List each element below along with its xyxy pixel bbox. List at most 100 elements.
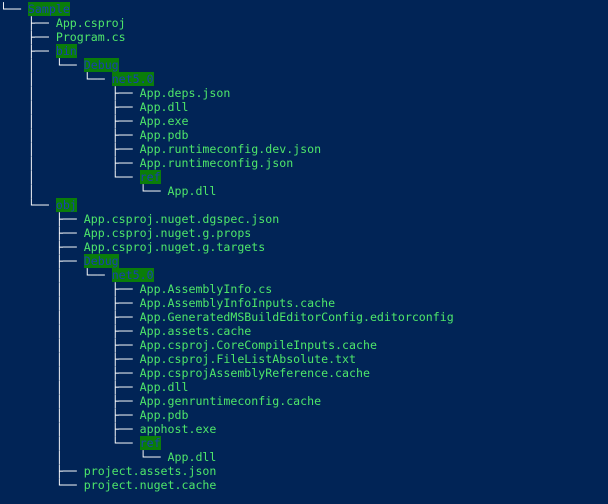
- tree-folder-row: │ └── net5.0: [0, 268, 608, 282]
- tree-folder-row: ├── Debug: [0, 254, 608, 268]
- tree-guide-lines: │: [0, 310, 112, 324]
- file-name: App.dll: [167, 184, 217, 198]
- tree-file-row: │ ├── App.pdb: [0, 128, 608, 142]
- tree-file-row: ├── App.csproj: [0, 16, 608, 30]
- file-name: App.exe: [139, 114, 189, 128]
- tree-guide-lines: │: [0, 128, 112, 142]
- tree-connector: ├──: [27, 30, 56, 44]
- tree-connector: ├──: [111, 394, 140, 408]
- tree-file-row: └── project.nuget.cache: [0, 478, 608, 492]
- tree-connector: └──: [83, 268, 112, 282]
- tree-connector: ├──: [55, 464, 84, 478]
- file-name: App.csproj.CoreCompileInputs.cache: [139, 338, 377, 352]
- tree-connector: ├──: [27, 44, 56, 58]
- folder-name: ref: [139, 170, 161, 184]
- tree-guide-lines: │: [0, 170, 112, 184]
- tree-connector: ├──: [111, 114, 140, 128]
- tree-connector: ├──: [111, 86, 140, 100]
- tree-guide-lines: │: [0, 408, 112, 422]
- tree-file-row: │ ├── App.deps.json: [0, 86, 608, 100]
- file-name: App.runtimeconfig.dev.json: [139, 142, 322, 156]
- tree-guide-lines: │: [0, 394, 112, 408]
- tree-connector: ├──: [111, 408, 140, 422]
- file-name: App.csprojAssemblyReference.cache: [139, 366, 370, 380]
- folder-name: Debug: [83, 58, 119, 72]
- tree-connector: └──: [111, 436, 140, 450]
- tree-connector: └──: [55, 58, 84, 72]
- tree-guide-lines: │: [0, 184, 140, 198]
- file-name: App.dll: [139, 380, 189, 394]
- tree-connector: ├──: [55, 240, 84, 254]
- tree-connector: ├──: [111, 296, 140, 310]
- tree-connector: ├──: [111, 282, 140, 296]
- file-name: Program.cs: [55, 30, 126, 44]
- tree-guide-lines: │: [0, 296, 112, 310]
- tree-file-row: │ ├── App.assets.cache: [0, 324, 608, 338]
- folder-name: obj: [55, 198, 77, 212]
- tree-connector: ├──: [111, 380, 140, 394]
- tree-connector: ├──: [111, 128, 140, 142]
- tree-folder-row: └── Sample: [0, 2, 608, 16]
- file-name: App.runtimeconfig.json: [139, 156, 294, 170]
- file-name: App.AssemblyInfoInputs.cache: [139, 296, 336, 310]
- folder-name: Sample: [27, 2, 70, 16]
- tree-connector: ├──: [111, 156, 140, 170]
- tree-folder-row: ├── bin: [0, 44, 608, 58]
- file-name: App.csproj.nuget.g.targets: [83, 240, 266, 254]
- tree-guide-lines: │: [0, 58, 56, 72]
- tree-folder-row: │ └── Debug: [0, 58, 608, 72]
- tree-guide-lines: │: [0, 268, 84, 282]
- tree-connector: ├──: [111, 142, 140, 156]
- tree-guide-lines: │: [0, 142, 112, 156]
- tree-guide-lines: │: [0, 114, 112, 128]
- file-name: App.csproj.nuget.g.props: [83, 226, 252, 240]
- tree-guide-lines: [0, 254, 56, 268]
- tree-file-row: │ ├── App.AssemblyInfoInputs.cache: [0, 296, 608, 310]
- tree-file-row: │ ├── App.dll: [0, 380, 608, 394]
- tree-connector: └──: [0, 2, 28, 16]
- tree-folder-row: │ └── ref: [0, 170, 608, 184]
- tree-guide-lines: [0, 16, 28, 30]
- file-name: App.dll: [167, 450, 217, 464]
- tree-file-row: ├── App.csproj.nuget.g.targets: [0, 240, 608, 254]
- tree-connector: ├──: [27, 16, 56, 30]
- tree-guide-lines: │: [0, 422, 112, 436]
- tree-file-row: │ ├── App.csproj.FileListAbsolute.txt: [0, 352, 608, 366]
- file-name: apphost.exe: [139, 422, 217, 436]
- tree-connector: └──: [111, 170, 140, 184]
- tree-guide-lines: │: [0, 366, 112, 380]
- tree-guide-lines: [0, 30, 28, 44]
- tree-file-row: │ └── App.dll: [0, 450, 608, 464]
- tree-connector: ├──: [111, 338, 140, 352]
- tree-connector: ├──: [111, 310, 140, 324]
- tree-file-row: ├── App.csproj.nuget.g.props: [0, 226, 608, 240]
- tree-file-row: │ ├── App.csproj.CoreCompileInputs.cache: [0, 338, 608, 352]
- tree-file-row: │ └── App.dll: [0, 184, 608, 198]
- file-name: project.nuget.cache: [83, 478, 217, 492]
- file-name: App.deps.json: [139, 86, 231, 100]
- tree-connector: └──: [27, 198, 56, 212]
- file-name: App.dll: [139, 100, 189, 114]
- file-name: App.csproj.nuget.dgspec.json: [83, 212, 280, 226]
- tree-connector: ├──: [111, 100, 140, 114]
- tree-guide-lines: [0, 226, 56, 240]
- tree-file-row: ├── Program.cs: [0, 30, 608, 44]
- tree-folder-row: │ └── ref: [0, 436, 608, 450]
- tree-connector: ├──: [111, 366, 140, 380]
- tree-connector: ├──: [55, 212, 84, 226]
- tree-guide-lines: [0, 464, 56, 478]
- tree-guide-lines: │: [0, 100, 112, 114]
- tree-file-row: │ ├── apphost.exe: [0, 422, 608, 436]
- tree-guide-lines: [0, 212, 56, 226]
- tree-file-row: │ ├── App.dll: [0, 100, 608, 114]
- tree-guide-lines: │: [0, 156, 112, 170]
- tree-guide-lines: │: [0, 450, 140, 464]
- tree-guide-lines: │: [0, 436, 112, 450]
- tree-guide-lines: │: [0, 86, 112, 100]
- tree-file-row: │ ├── App.pdb: [0, 408, 608, 422]
- tree-file-row: │ ├── App.exe: [0, 114, 608, 128]
- file-name: App.csproj.FileListAbsolute.txt: [139, 352, 356, 366]
- tree-file-row: │ ├── App.genruntimeconfig.cache: [0, 394, 608, 408]
- tree-connector: ├──: [111, 352, 140, 366]
- tree-guide-lines: [0, 240, 56, 254]
